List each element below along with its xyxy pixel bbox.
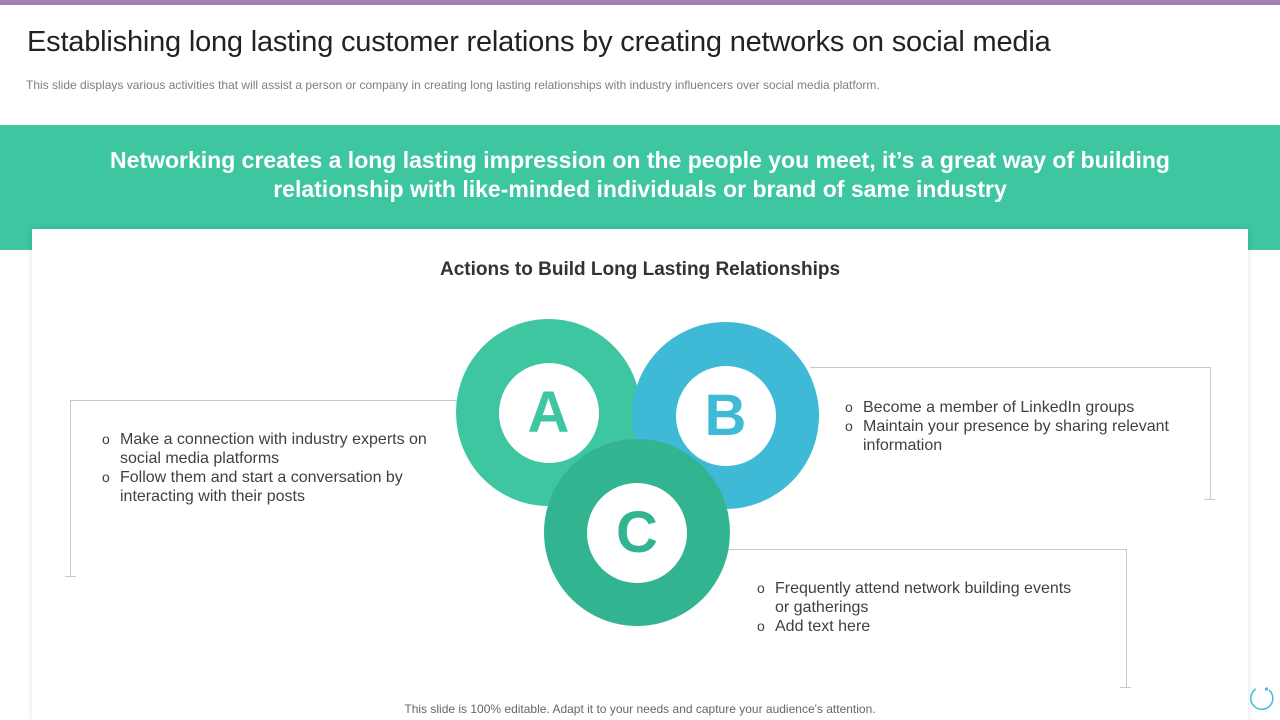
page-subtitle: This slide displays various activities t… bbox=[26, 78, 880, 92]
action-item: Frequently attend network building event… bbox=[757, 579, 1087, 617]
action-item: Follow them and start a conversation by … bbox=[102, 468, 447, 506]
connector-line-b bbox=[810, 367, 1211, 500]
action-item: Add text here bbox=[757, 617, 1087, 636]
circle-c: C bbox=[544, 439, 730, 626]
circle-b: B bbox=[632, 322, 819, 509]
connector-line-c bbox=[728, 549, 1127, 688]
action-item: Maintain your presence by sharing releva… bbox=[845, 417, 1185, 455]
circle-b-letter: B bbox=[704, 382, 747, 448]
connector-tick-b bbox=[1204, 499, 1215, 500]
action-item: Make a connection with industry experts … bbox=[102, 430, 447, 468]
action-item: Become a member of LinkedIn groups bbox=[845, 398, 1185, 417]
circle-a: A bbox=[456, 319, 641, 506]
page-title: Establishing long lasting customer relat… bbox=[27, 26, 1051, 58]
connector-line-a bbox=[70, 400, 459, 577]
action-list-a: Make a connection with industry experts … bbox=[102, 430, 447, 506]
circle-c-inner: C bbox=[587, 482, 687, 583]
action-list-c: Frequently attend network building event… bbox=[757, 579, 1087, 636]
footer-note: This slide is 100% editable. Adapt it to… bbox=[404, 702, 876, 716]
connector-tick-c bbox=[1120, 687, 1131, 688]
connector-tick-a bbox=[65, 576, 76, 577]
section-title: Actions to Build Long Lasting Relationsh… bbox=[439, 259, 841, 280]
banner-text: Networking creates a long lasting impres… bbox=[110, 147, 1170, 202]
circle-a-inner: A bbox=[498, 362, 599, 463]
refresh-icon bbox=[1250, 687, 1274, 711]
top-accent-stripe bbox=[0, 0, 1280, 5]
circle-c-letter: C bbox=[616, 499, 658, 565]
action-list-b: Become a member of LinkedIn groups Maint… bbox=[845, 398, 1185, 455]
circle-a-letter: A bbox=[527, 379, 570, 445]
circle-b-inner: B bbox=[675, 365, 776, 466]
